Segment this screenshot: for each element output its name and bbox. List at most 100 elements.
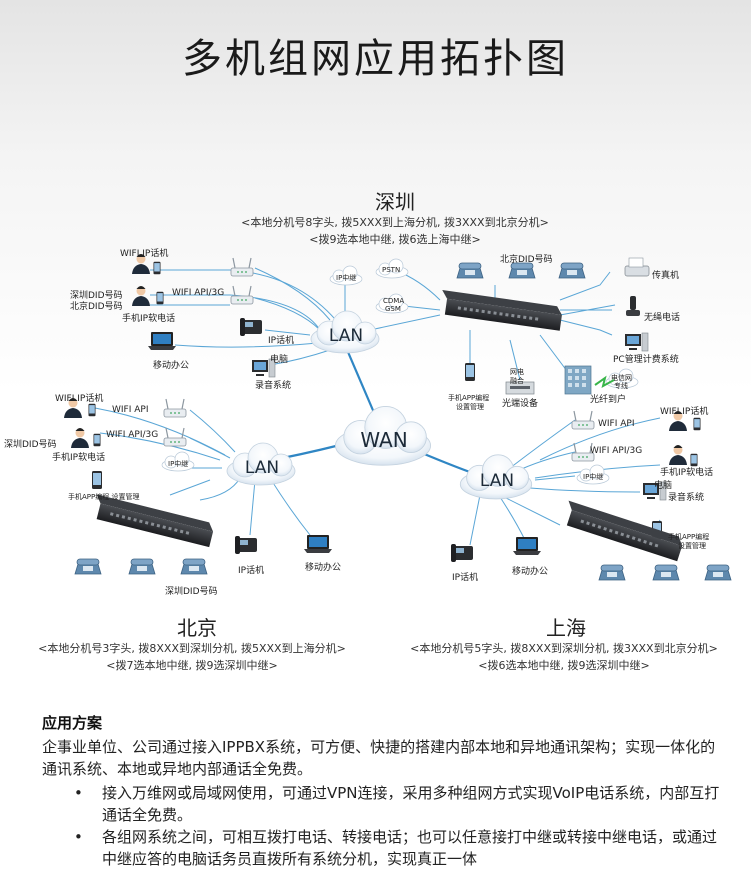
label-fiber-home: 光纤到户 [590,395,627,405]
laptop-icon [148,332,176,350]
beijing-note-2: <拨7选本地中继, 拨9选深圳中继> [106,659,278,672]
pbx-server-icon [90,494,216,548]
city-title-beijing: 北京 [177,616,217,640]
label-bj-wifi-ip-phone: WIFI IP话机 [55,394,104,404]
label-did-top: 北京DID号码 [500,255,553,265]
label-bj-ip-phone: IP话机 [238,566,265,576]
wan-link-shenzhen [343,344,377,416]
label-sh-ip-trunk: IP中继 [583,473,604,481]
label-bj-ip-trunk: IP中继 [168,460,189,468]
label-app-mgmt-2: 设置管理 [456,403,484,411]
solution-intro: 企事业单位、公司通过接入IPPBX系统，可方便、快捷的搭建内部本地和异地通讯架构… [42,738,716,778]
label-sh-wifi-api: WIFI API [598,419,635,429]
label-telecom-2: 专线 [614,382,628,390]
label-cordless: 无绳电话 [644,313,681,323]
mobile-phone-icon [465,363,475,381]
solution-bullet: 各组网系统之间，可相互拨打电话、转接电话；也可以任意接打中继或转接中继电话，或通… [74,826,722,870]
label-gsm: GSM [385,305,401,313]
label-sh-app-mgmt-1: 手机APP编程 [668,533,710,541]
shanghai-note-1: <本地分机号5字头, 拨8XXX到深圳分机, 拨3XXX到北京分机> [410,642,718,655]
topology-diagram: LAN LAN LAN WAN [64,254,732,581]
label-sh-mobile-office: 移动办公 [512,567,549,577]
label-sh-wifi-api-3g: WIFI API/3G [590,446,643,456]
shenzhen-note-1: <本地分机号8字头, 拨5XXX到上海分机, 拨3XXX到北京分机> [241,216,549,229]
label-did-beijing: 北京DID号码 [70,302,123,312]
label-fax: 传真机 [652,271,680,281]
laptop-icon [304,535,332,553]
label-soft-phone: 手机IP软电话 [122,314,176,324]
beijing-note-1: <本地分机号3字头, 拨8XXX到深圳分机, 拨5XXX到上海分机> [38,642,346,655]
ip-phone-icon [240,318,262,336]
desk-phone-icon [180,558,208,575]
label-bj-did-bottom: 深圳DID号码 [165,587,218,597]
router-icon [571,410,595,430]
label-ip-trunk: IP中继 [336,274,357,282]
label-pc-billing: PC管理计费系统 [613,355,679,365]
person-icon [669,445,687,465]
page-title: 多机组网应用拓扑图 [182,36,569,82]
label-pstn: PSTN [382,266,401,274]
label-wifi-api-3g: WIFI API/3G [172,288,225,298]
label-bj-did: 深圳DID号码 [4,440,57,450]
router-icon [163,427,187,447]
mobile-phone-icon [156,291,164,305]
label-wifi-ip-phone: WIFI IP话机 [120,249,169,259]
desk-phone-icon [558,262,586,279]
desk-phone-icon [456,262,484,279]
label-telecom-1: 电信网 [611,374,632,382]
label-bj-app-mgmt: 手机APP编程 设置管理 [68,493,140,501]
label-mobile-office: 移动办公 [153,361,190,371]
laptop-icon [513,537,541,555]
desk-phone-icon [508,262,536,279]
label-sh-soft-phone: 手机IP软电话 [660,468,714,478]
router-icon [230,285,254,305]
fax-icon [624,257,650,277]
person-icon [132,286,150,306]
building-icon [564,365,592,395]
shenzhen-note-2: <拨9选本地中继, 拨6选上海中继> [309,233,481,246]
label-bj-wifi-api-3g: WIFI API/3G [106,430,159,440]
person-icon [71,428,89,448]
solution-heading: 应用方案 [42,714,103,732]
mobile-phone-icon [92,471,102,489]
label-recording: 录音系统 [255,381,292,391]
optical-device-icon [505,381,535,395]
computer-icon [624,332,649,352]
ip-phone-icon [235,536,257,554]
label-ip-phone: IP话机 [268,336,295,346]
label-optical: 光端设备 [502,399,539,409]
wan-label: WAN [360,428,407,452]
label-sh-recording: 录音系统 [668,493,705,503]
desk-phone-icon [128,558,156,575]
label-cdma: CDMA [383,297,405,305]
label-computer: 电脑 [270,355,289,365]
fiber-link-icon [594,375,615,388]
lan-label-shenzhen: LAN [329,326,363,346]
label-did-shenzhen: 深圳DID号码 [70,291,123,301]
city-title-shanghai: 上海 [546,616,586,640]
label-bj-wifi-api: WIFI API [112,405,149,415]
pbx-server-icon [561,500,685,562]
solution-bullet: 接入万维网或局域网使用，可通过VPN连接，采用多种组网方式实现VoIP电话系统，… [74,782,722,826]
shanghai-note-2: <拨6选本地中继, 拨9选深圳中继> [478,659,650,672]
ip-phone-icon [451,544,473,562]
router-icon [163,398,187,418]
mobile-phone-icon [88,403,96,417]
solution-section: 应用方案 企事业单位、公司通过接入IPPBX系统，可方便、快捷的搭建内部本地和异… [42,712,722,870]
city-title-shenzhen: 深圳 [375,190,415,214]
label-sh-app-mgmt-2: 设置管理 [678,542,706,550]
solution-list: 接入万维网或局域网使用，可通过VPN连接，采用多种组网方式实现VoIP电话系统，… [42,782,722,870]
cordless-phone-icon [626,296,640,316]
label-sh-wifi-ip-phone: WIFI IP话机 [660,407,709,417]
label-sh-computer: 电脑 [654,481,673,491]
lan-links [94,267,661,546]
mobile-phone-icon [153,261,161,275]
desk-phone-icon [598,564,626,581]
mobile-phone-icon [93,433,101,447]
lan-label-shanghai: LAN [480,471,514,491]
lan-label-beijing: LAN [245,458,279,478]
pbx-server-icon [438,290,564,331]
label-bj-mobile-office: 移动办公 [305,563,342,573]
label-app-mgmt-1: 手机APP编程 [448,394,490,402]
desk-phone-icon [652,564,680,581]
